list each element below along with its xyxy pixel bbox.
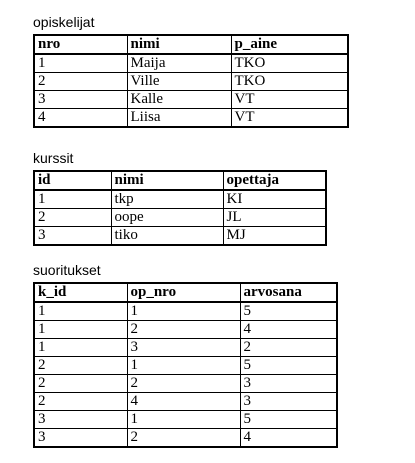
table-cell: Kalle bbox=[126, 90, 232, 109]
table-cell: 2 bbox=[33, 208, 112, 227]
table-row: 4 Liisa VT bbox=[33, 108, 349, 128]
table-header-row: nro nimi p_aine bbox=[33, 34, 349, 55]
table-cell: 3 bbox=[239, 392, 338, 411]
column-header: nro bbox=[33, 34, 128, 55]
table-cell: 1 bbox=[126, 356, 241, 375]
table-caption: kurssit bbox=[33, 150, 74, 166]
table-cell: 5 bbox=[239, 410, 338, 429]
table-row: 2 4 3 bbox=[33, 392, 338, 411]
table-caption: opiskelijat bbox=[33, 14, 95, 30]
table-cell: tkp bbox=[110, 189, 224, 209]
table-cell: oope bbox=[110, 208, 224, 227]
table-cell: 2 bbox=[33, 374, 128, 393]
kurssit-block: kurssit id nimi opettaja 1 tkp KI 2 oope… bbox=[33, 150, 327, 246]
column-header: id bbox=[33, 170, 112, 191]
table-header-row: k_id op_nro arvosana bbox=[33, 282, 338, 303]
table-cell: 4 bbox=[33, 108, 128, 128]
table-cell: 2 bbox=[126, 320, 241, 339]
kurssit-table: id nimi opettaja 1 tkp KI 2 oope JL 3 ti… bbox=[33, 170, 327, 246]
table-cell: 1 bbox=[33, 189, 112, 209]
table-cell: 1 bbox=[126, 301, 241, 321]
table-cell: MJ bbox=[222, 226, 327, 246]
table-cell: 4 bbox=[126, 392, 241, 411]
table-cell: 2 bbox=[33, 356, 128, 375]
table-cell: VT bbox=[230, 90, 349, 109]
column-header: arvosana bbox=[239, 282, 338, 303]
table-caption: suoritukset bbox=[33, 262, 101, 278]
suoritukset-block: suoritukset k_id op_nro arvosana 1 1 5 1… bbox=[33, 262, 338, 448]
table-cell: 2 bbox=[126, 428, 241, 448]
table-cell: 3 bbox=[33, 428, 128, 448]
suoritukset-table: k_id op_nro arvosana 1 1 5 1 2 4 1 3 2 bbox=[33, 282, 338, 448]
table-row: 1 2 4 bbox=[33, 320, 338, 339]
table-cell: Ville bbox=[126, 72, 232, 91]
table-row: 2 2 3 bbox=[33, 374, 338, 393]
table-row: 1 1 5 bbox=[33, 301, 338, 321]
table-row: 2 oope JL bbox=[33, 208, 327, 227]
column-header: p_aine bbox=[230, 34, 349, 55]
table-cell: 2 bbox=[126, 374, 241, 393]
table-cell: KI bbox=[222, 189, 327, 209]
column-header: k_id bbox=[33, 282, 128, 303]
table-row: 3 Kalle VT bbox=[33, 90, 349, 109]
table-cell: JL bbox=[222, 208, 327, 227]
table-cell: 1 bbox=[33, 301, 128, 321]
table-cell: 2 bbox=[33, 392, 128, 411]
table-row: 2 1 5 bbox=[33, 356, 338, 375]
table-cell: 3 bbox=[33, 90, 128, 109]
column-header: op_nro bbox=[126, 282, 241, 303]
table-cell: 5 bbox=[239, 301, 338, 321]
table-cell: Maija bbox=[126, 53, 232, 73]
table-cell: 4 bbox=[239, 428, 338, 448]
table-cell: 5 bbox=[239, 356, 338, 375]
table-cell: 1 bbox=[33, 53, 128, 73]
table-cell: 1 bbox=[126, 410, 241, 429]
table-row: 3 1 5 bbox=[33, 410, 338, 429]
table-cell: TKO bbox=[230, 53, 349, 73]
table-cell: 4 bbox=[239, 320, 338, 339]
table-row: 3 tiko MJ bbox=[33, 226, 327, 246]
table-row: 1 Maija TKO bbox=[33, 53, 349, 73]
table-header-row: id nimi opettaja bbox=[33, 170, 327, 191]
table-cell: 3 bbox=[239, 374, 338, 393]
table-row: 1 tkp KI bbox=[33, 189, 327, 209]
table-cell: tiko bbox=[110, 226, 224, 246]
table-cell: 3 bbox=[33, 410, 128, 429]
column-header: nimi bbox=[126, 34, 232, 55]
table-cell: 1 bbox=[33, 320, 128, 339]
table-row: 2 Ville TKO bbox=[33, 72, 349, 91]
table-cell: VT bbox=[230, 108, 349, 128]
table-cell: 3 bbox=[126, 338, 241, 357]
opiskelijat-table: nro nimi p_aine 1 Maija TKO 2 Ville TKO … bbox=[33, 34, 349, 128]
column-header: nimi bbox=[110, 170, 224, 191]
table-row: 3 2 4 bbox=[33, 428, 338, 448]
table-cell: 2 bbox=[239, 338, 338, 357]
table-cell: Liisa bbox=[126, 108, 232, 128]
column-header: opettaja bbox=[222, 170, 327, 191]
table-cell: 3 bbox=[33, 226, 112, 246]
opiskelijat-block: opiskelijat nro nimi p_aine 1 Maija TKO … bbox=[33, 14, 349, 128]
table-row: 1 3 2 bbox=[33, 338, 338, 357]
table-cell: TKO bbox=[230, 72, 349, 91]
table-cell: 2 bbox=[33, 72, 128, 91]
table-cell: 1 bbox=[33, 338, 128, 357]
